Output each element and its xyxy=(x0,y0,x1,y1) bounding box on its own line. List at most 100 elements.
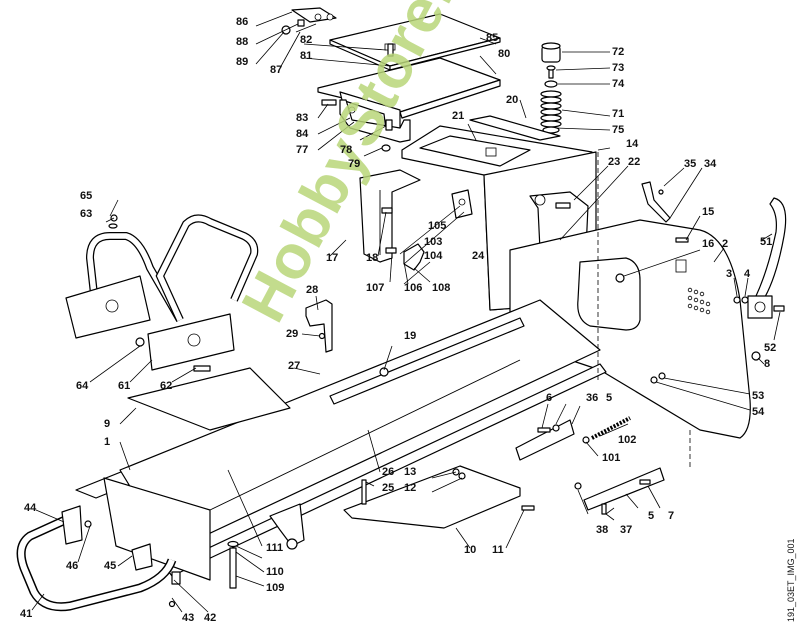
screw-78 xyxy=(385,119,393,131)
part-label-61: 61 xyxy=(118,380,131,392)
part-label-84: 84 xyxy=(296,128,309,140)
part-label-44: 44 xyxy=(24,502,37,514)
part-label-45: 45 xyxy=(104,560,117,572)
leader-lines xyxy=(31,11,781,613)
washer-12 xyxy=(458,472,466,480)
part-label-83: 83 xyxy=(296,112,309,124)
part-label-73: 73 xyxy=(612,62,625,74)
bracket-5-upper xyxy=(515,419,575,461)
part-label-11: 11 xyxy=(492,544,504,556)
part-label-5-lower: 5 xyxy=(648,510,655,522)
part-label-72: 72 xyxy=(612,46,625,58)
bolt-62 xyxy=(193,365,211,372)
image-id-label: 191_03ET_IMG_001 xyxy=(786,538,796,622)
part-label-107: 107 xyxy=(366,282,385,294)
washer-63 xyxy=(108,223,118,229)
bracket-28 xyxy=(305,299,333,353)
axle-bracket xyxy=(269,503,305,547)
bolt-37 xyxy=(601,503,607,515)
seat-hinge-bracket xyxy=(291,7,337,23)
axle-bushing xyxy=(286,538,298,550)
part-label-52: 52 xyxy=(764,342,777,354)
part-label-65: 65 xyxy=(80,190,93,202)
footrest xyxy=(343,465,521,529)
part-label-38: 38 xyxy=(596,524,609,536)
part-label-88: 88 xyxy=(236,36,249,48)
screw-18 xyxy=(381,207,393,214)
part-label-63: 63 xyxy=(80,208,93,220)
part-label-37: 37 xyxy=(620,524,633,536)
part-label-34: 34 xyxy=(704,158,717,170)
part-label-111: 111 xyxy=(266,542,284,554)
part-label-54: 54 xyxy=(752,406,765,418)
part-label-87: 87 xyxy=(270,64,283,76)
bolt-52 xyxy=(773,305,785,312)
part-label-108: 108 xyxy=(432,282,451,294)
seat-spring-assembly xyxy=(540,42,562,134)
bolt-7 xyxy=(639,479,651,485)
nut-46 xyxy=(84,520,92,528)
vent-grid xyxy=(687,287,711,315)
part-label-64: 64 xyxy=(76,380,89,392)
part-label-77: 77 xyxy=(296,144,309,156)
part-label-104: 104 xyxy=(424,250,443,262)
lever-34 xyxy=(641,181,671,223)
part-label-14: 14 xyxy=(626,138,639,150)
part-label-62: 62 xyxy=(160,380,173,392)
part-label-16: 16 xyxy=(702,238,715,250)
part-label-12: 12 xyxy=(404,482,417,494)
part-label-35: 35 xyxy=(684,158,697,170)
washer-110 xyxy=(227,540,239,548)
part-label-109: 109 xyxy=(266,582,285,594)
part-label-79: 79 xyxy=(348,158,361,170)
nut-38 xyxy=(574,482,582,490)
nut-4 xyxy=(741,296,749,304)
part-label-24: 24 xyxy=(472,250,485,262)
part-label-1: 1 xyxy=(104,436,111,448)
battery-plate xyxy=(127,367,291,431)
nut-43 xyxy=(168,600,176,608)
part-label-9: 9 xyxy=(104,418,111,430)
part-label-85: 85 xyxy=(486,32,499,44)
spring-102 xyxy=(591,416,631,440)
bumper-bracket-45 xyxy=(131,543,153,571)
part-label-36: 36 xyxy=(586,392,599,404)
part-label-6: 6 xyxy=(546,392,553,404)
part-label-10: 10 xyxy=(464,544,477,556)
part-label-21: 21 xyxy=(452,110,465,122)
part-label-29: 29 xyxy=(286,328,299,340)
seat-support xyxy=(317,57,501,133)
part-label-4: 4 xyxy=(744,268,751,280)
part-label-26: 26 xyxy=(382,466,395,478)
pin-109 xyxy=(229,547,237,589)
seat-plate xyxy=(329,13,501,71)
screw-107 xyxy=(385,247,397,254)
cross-member xyxy=(329,317,525,405)
pin-87 xyxy=(295,23,317,33)
roll-bar xyxy=(65,214,259,371)
nut-54 xyxy=(650,376,658,384)
bracket-5-lower xyxy=(583,467,665,511)
bolt-6 xyxy=(537,427,551,433)
part-label-25: 25 xyxy=(382,482,395,494)
u-bolt-25 xyxy=(361,479,367,505)
part-label-17: 17 xyxy=(326,252,339,264)
part-label-20: 20 xyxy=(506,94,519,106)
part-label-86: 86 xyxy=(236,16,249,28)
part-label-51: 51 xyxy=(760,236,773,248)
part-label-42: 42 xyxy=(204,612,217,624)
part-label-102: 102 xyxy=(618,434,637,446)
nut-29 xyxy=(318,332,326,340)
washer-3 xyxy=(733,296,741,304)
bumper-bracket-44 xyxy=(61,505,83,545)
nut-16 xyxy=(615,273,625,283)
bolt-83 xyxy=(321,99,337,106)
part-label-81: 81 xyxy=(300,50,313,62)
part-label-27: 27 xyxy=(288,360,301,372)
bolt-11 xyxy=(521,505,535,511)
part-label-43: 43 xyxy=(182,612,195,624)
part-label-75: 75 xyxy=(612,124,625,136)
seat-rail xyxy=(469,115,561,141)
part-label-89: 89 xyxy=(236,56,249,68)
